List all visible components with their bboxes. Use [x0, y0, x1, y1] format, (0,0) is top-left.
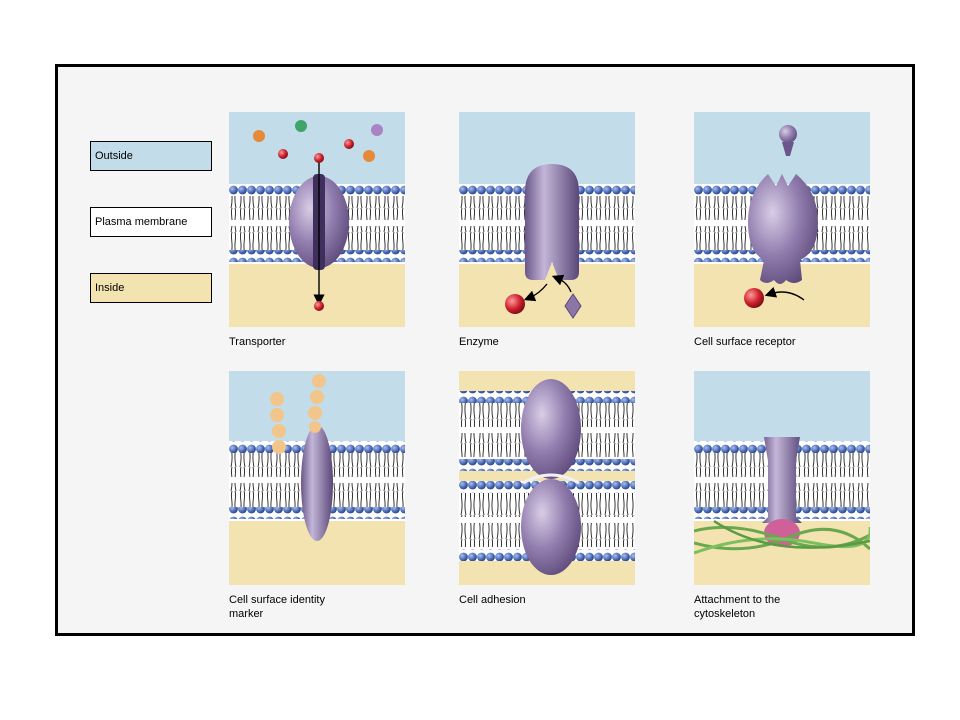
legend-outside: Outside	[90, 141, 212, 171]
panel-receptor	[694, 112, 870, 327]
caption-cytoskeleton-attachment: Attachment to the cytoskeleton	[694, 593, 874, 621]
caption-attachment-line-1: Attachment to the	[694, 594, 781, 606]
panel-cell-adhesion	[459, 371, 635, 585]
panel-transporter	[229, 112, 405, 327]
panel-enzyme	[459, 112, 635, 327]
caption-cell-adhesion: Cell adhesion	[459, 594, 526, 606]
panel-cytoskeleton-attachment	[694, 371, 870, 585]
caption-identity-line-2: marker	[229, 608, 264, 620]
caption-attachment-line-2: cytoskeleton	[694, 608, 756, 620]
caption-transporter: Transporter	[229, 336, 286, 348]
legend-inside: Inside	[90, 273, 212, 303]
legend-plasma-membrane: Plasma membrane	[90, 207, 212, 237]
panel-identity-marker	[229, 371, 405, 585]
caption-enzyme: Enzyme	[459, 336, 499, 348]
caption-identity-line-1: Cell surface identity	[229, 594, 325, 606]
caption-receptor: Cell surface receptor	[694, 336, 796, 348]
caption-identity-marker: Cell surface identity marker	[229, 593, 409, 621]
figure-frame: Outside Plasma membrane Inside Transport…	[55, 64, 915, 636]
